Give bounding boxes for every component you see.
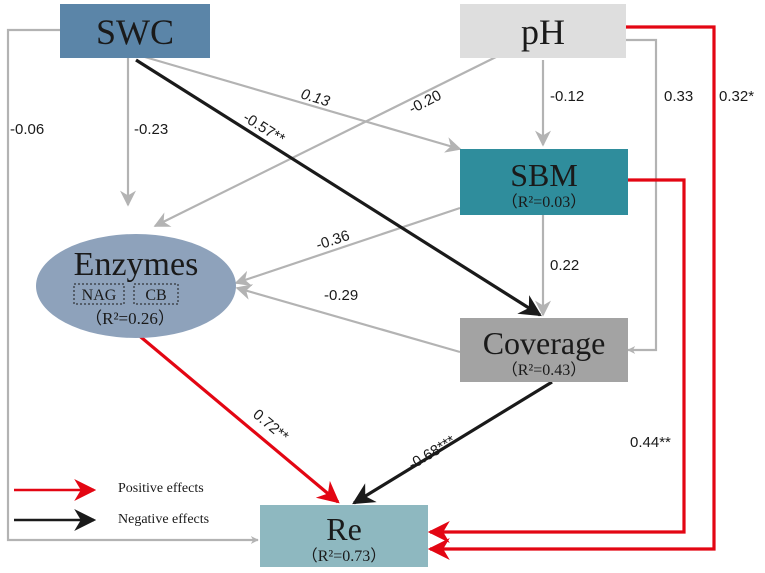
node-ph-label: pH	[521, 12, 565, 52]
coef-sbm-coverage: 0.22	[550, 257, 579, 274]
node-sbm-label: SBM	[510, 157, 578, 193]
coef-swc-enzymes: -0.23	[134, 121, 168, 138]
coef-ph-sbm: -0.12	[550, 88, 584, 105]
coef-ph-re: 0.32*	[719, 88, 754, 105]
node-sbm-r2: （R²=0.03）	[502, 193, 587, 211]
cb-box	[133, 283, 179, 305]
node-coverage-label: Coverage	[483, 325, 606, 361]
legend-negative-label: Negative effects	[118, 512, 209, 527]
coef-sbm-re: 0.44**	[630, 434, 671, 451]
coef-enzymes-re: 0.72**	[249, 406, 291, 445]
coef-coverage-enzymes: -0.29	[324, 287, 358, 304]
arrow-swc-re	[6, 28, 259, 544]
arrow-coverage-re	[352, 380, 553, 505]
nag-box	[73, 283, 125, 305]
node-sbm: SBM （R²=0.03）	[460, 149, 628, 215]
arrow-ph-coverage	[626, 38, 658, 354]
coef-ph-coverage: 0.33	[664, 88, 693, 105]
coef-coverage-re: -0.68***	[405, 432, 458, 473]
node-re-label: Re	[326, 511, 362, 547]
arrow-coverage-enzymes	[235, 284, 461, 354]
arrow-swc-coverage	[135, 58, 542, 317]
node-coverage: Coverage （R²=0.43）	[460, 318, 628, 382]
arrow-sbm-re	[427, 178, 686, 543]
node-enzymes: Enzymes NAG CB （R²=0.26）	[36, 234, 236, 338]
arrow-ph-re	[427, 25, 716, 560]
node-ph: pH	[460, 4, 626, 58]
node-enzymes-cb: CB	[145, 287, 166, 304]
arrow-enzymes-re	[134, 331, 340, 504]
coef-swc-sbm: 0.13	[299, 86, 333, 111]
node-enzymes-nag: NAG	[82, 287, 117, 304]
node-coverage-r2: （R²=0.43）	[502, 361, 587, 379]
arrow-swc-sbm	[137, 53, 462, 153]
legend: Positive effects Negative effects	[14, 479, 209, 531]
node-swc-label: SWC	[96, 12, 174, 52]
coef-swc-re: -0.06	[10, 121, 44, 138]
arrow-ph-enzymes	[153, 54, 501, 227]
node-enzymes-label: Enzymes	[74, 246, 199, 283]
arrow-sbm-enzymes	[234, 206, 461, 287]
node-re: Re （R²=0.73）	[260, 505, 428, 567]
node-re-r2: （R²=0.73）	[302, 547, 387, 565]
node-swc: SWC	[60, 4, 210, 58]
legend-positive-label: Positive effects	[118, 481, 204, 496]
node-enzymes-r2: （R²=0.26）	[85, 309, 175, 328]
